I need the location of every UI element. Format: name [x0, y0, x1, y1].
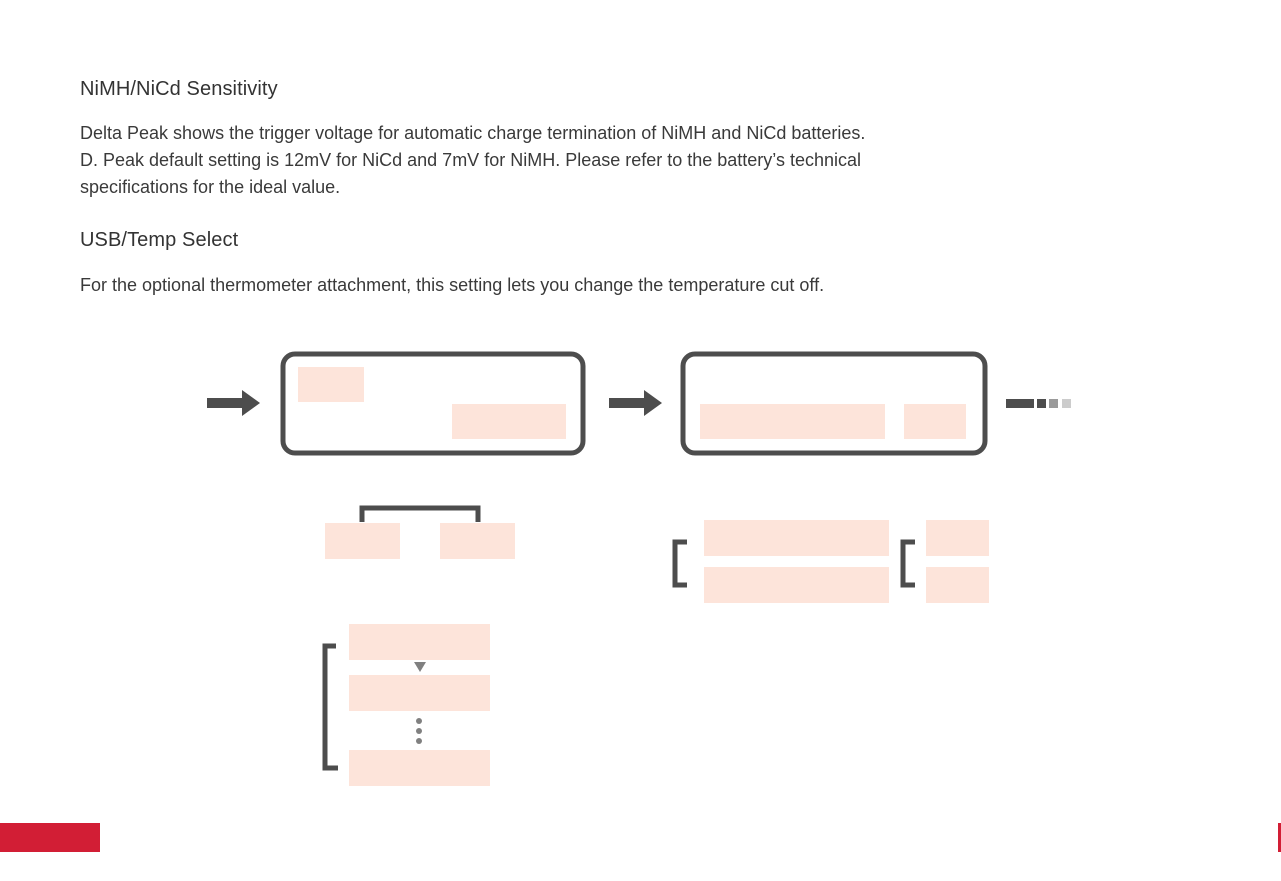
lcd-screen-usb-temp	[680, 351, 988, 456]
list-item	[349, 750, 490, 786]
option-box	[440, 523, 515, 559]
list-item	[704, 520, 889, 556]
usb-temp-option-list	[672, 520, 889, 603]
page-tab-marker	[0, 823, 100, 852]
vertical-ellipsis-icon	[416, 718, 422, 744]
screen-label-field	[298, 367, 364, 402]
arrow-right-icon	[207, 390, 260, 416]
list-item	[349, 624, 490, 660]
list-item	[926, 567, 989, 603]
screen-option-field	[700, 404, 885, 439]
usb-temp-paragraph: For the optional thermometer attachment,…	[80, 272, 824, 299]
battery-type-options	[325, 505, 515, 559]
section-heading-usb-temp: USB/Temp Select	[80, 229, 239, 251]
arrow-right-icon	[609, 390, 662, 416]
paragraph-line: Delta Peak shows the trigger voltage for…	[80, 123, 866, 143]
paragraph-line: specifications for the ideal value.	[80, 177, 341, 197]
sensitivity-paragraph: Delta Peak shows the trigger voltage for…	[80, 120, 865, 201]
list-item	[926, 520, 989, 556]
lcd-screen-sensitivity	[280, 351, 586, 456]
section-heading-sensitivity: NiMH/NiCd Sensitivity	[80, 78, 278, 100]
voltage-value-list	[322, 624, 490, 786]
continue-dashes-icon	[1006, 399, 1071, 408]
triangle-down-icon	[414, 662, 426, 672]
page-edge-marker	[1278, 823, 1281, 852]
paragraph-line: D. Peak default setting is 12mV for NiCd…	[80, 150, 862, 170]
list-item	[704, 567, 889, 603]
screen-value-field	[452, 404, 566, 439]
option-box	[325, 523, 400, 559]
screen-value-field	[904, 404, 966, 439]
temperature-value-list	[900, 520, 989, 603]
paragraph-line: For the optional thermometer attachment,…	[80, 275, 825, 295]
list-item	[349, 675, 490, 711]
